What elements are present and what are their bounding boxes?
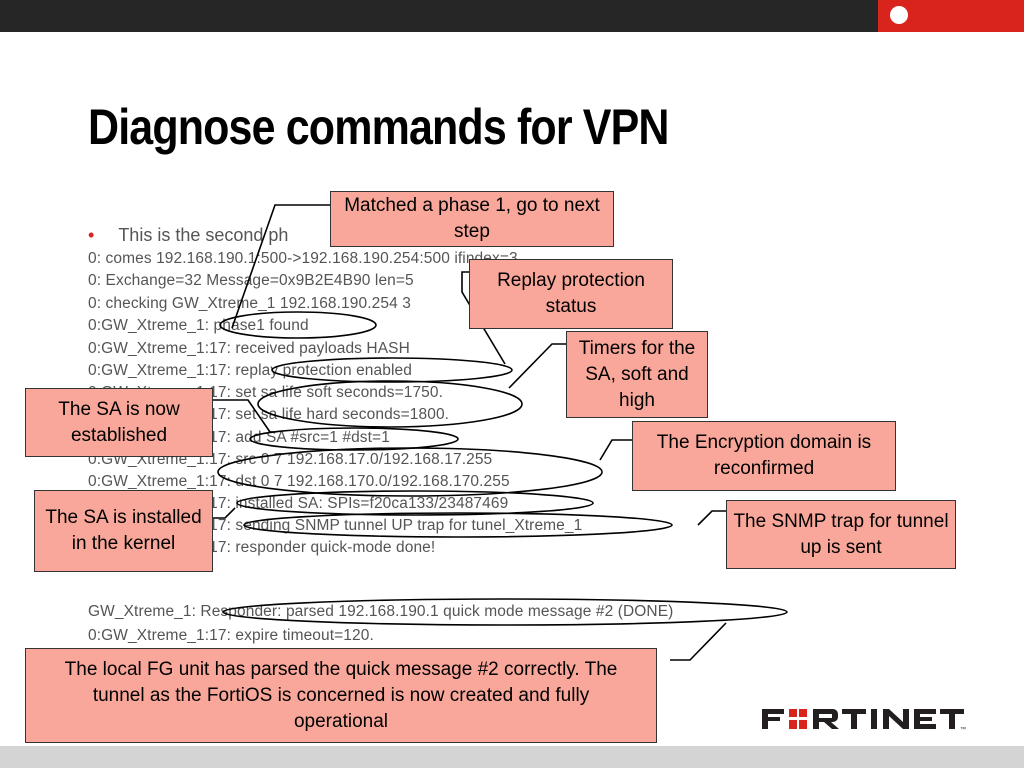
replay-highlight [271,357,513,383]
fortinet-logo-mark: ™ [762,709,966,733]
callout-sa-installed: The SA is installed in the kernel [34,490,213,572]
top-bar-dot [890,6,908,24]
callout-replay-protection: Replay protection status [469,259,673,329]
phase1-highlight [219,311,377,339]
top-bar [0,0,1024,32]
phase1-leader [231,204,330,329]
local-fg-leader [670,622,727,661]
sa-add-highlight [249,427,459,451]
callout-snmp-trap: The SNMP trap for tunnel up is sent [726,500,956,569]
timers-leader [508,343,567,389]
bottom-bar [0,746,1024,768]
snmp-leader [697,510,727,526]
log-line: 0: comes 192.168.190.1:500->192.168.190.… [88,250,518,267]
sa-installed-highlight [236,490,594,516]
log-line: 0:GW_Xtreme_1:17: replay protection enab… [88,362,412,379]
encryption-leader [599,439,633,461]
fortinet-logo: ™ [762,706,972,737]
bullet-label: This is the second ph [118,225,289,245]
log-line: 0:GW_Xtreme_1:17: dst 0 7 192.168.170.0/… [88,473,510,490]
sa-installed-leader [213,507,236,519]
log-line: 0:GW_Xtreme_1: phase1 found [88,317,309,334]
callout-encryption-domain: The Encryption domain is reconfirmed [632,421,896,491]
bullet-icon: • [88,225,95,245]
callout-sa-established: The SA is now established [25,388,213,457]
slide-title: Diagnose commands for VPN [88,99,669,155]
timers-highlight [257,380,523,428]
callout-timers: Timers for the SA, soft and high [566,331,708,418]
log-line: 0:GW_Xtreme_1:17: expire timeout=120. [88,627,374,644]
bullet-text: • This is the second ph [88,225,288,246]
parsed-highlight [222,598,788,626]
callout-matched-phase1: Matched a phase 1, go to next step [330,191,614,247]
encryption-domain-highlight [217,447,603,497]
sa-established-leader [213,399,271,433]
log-line: 0:GW_Xtreme_1:17: received payloads HASH [88,340,410,357]
log-line: 0: Exchange=32 Message=0x9B2E4B90 len=5 [88,272,414,289]
callout-local-fg: The local FG unit has parsed the quick m… [25,648,657,743]
log-line: 0: checking GW_Xtreme_1 192.168.190.254 … [88,295,411,312]
logo-trademark: ™ [960,726,966,732]
snmp-highlight [243,512,673,538]
